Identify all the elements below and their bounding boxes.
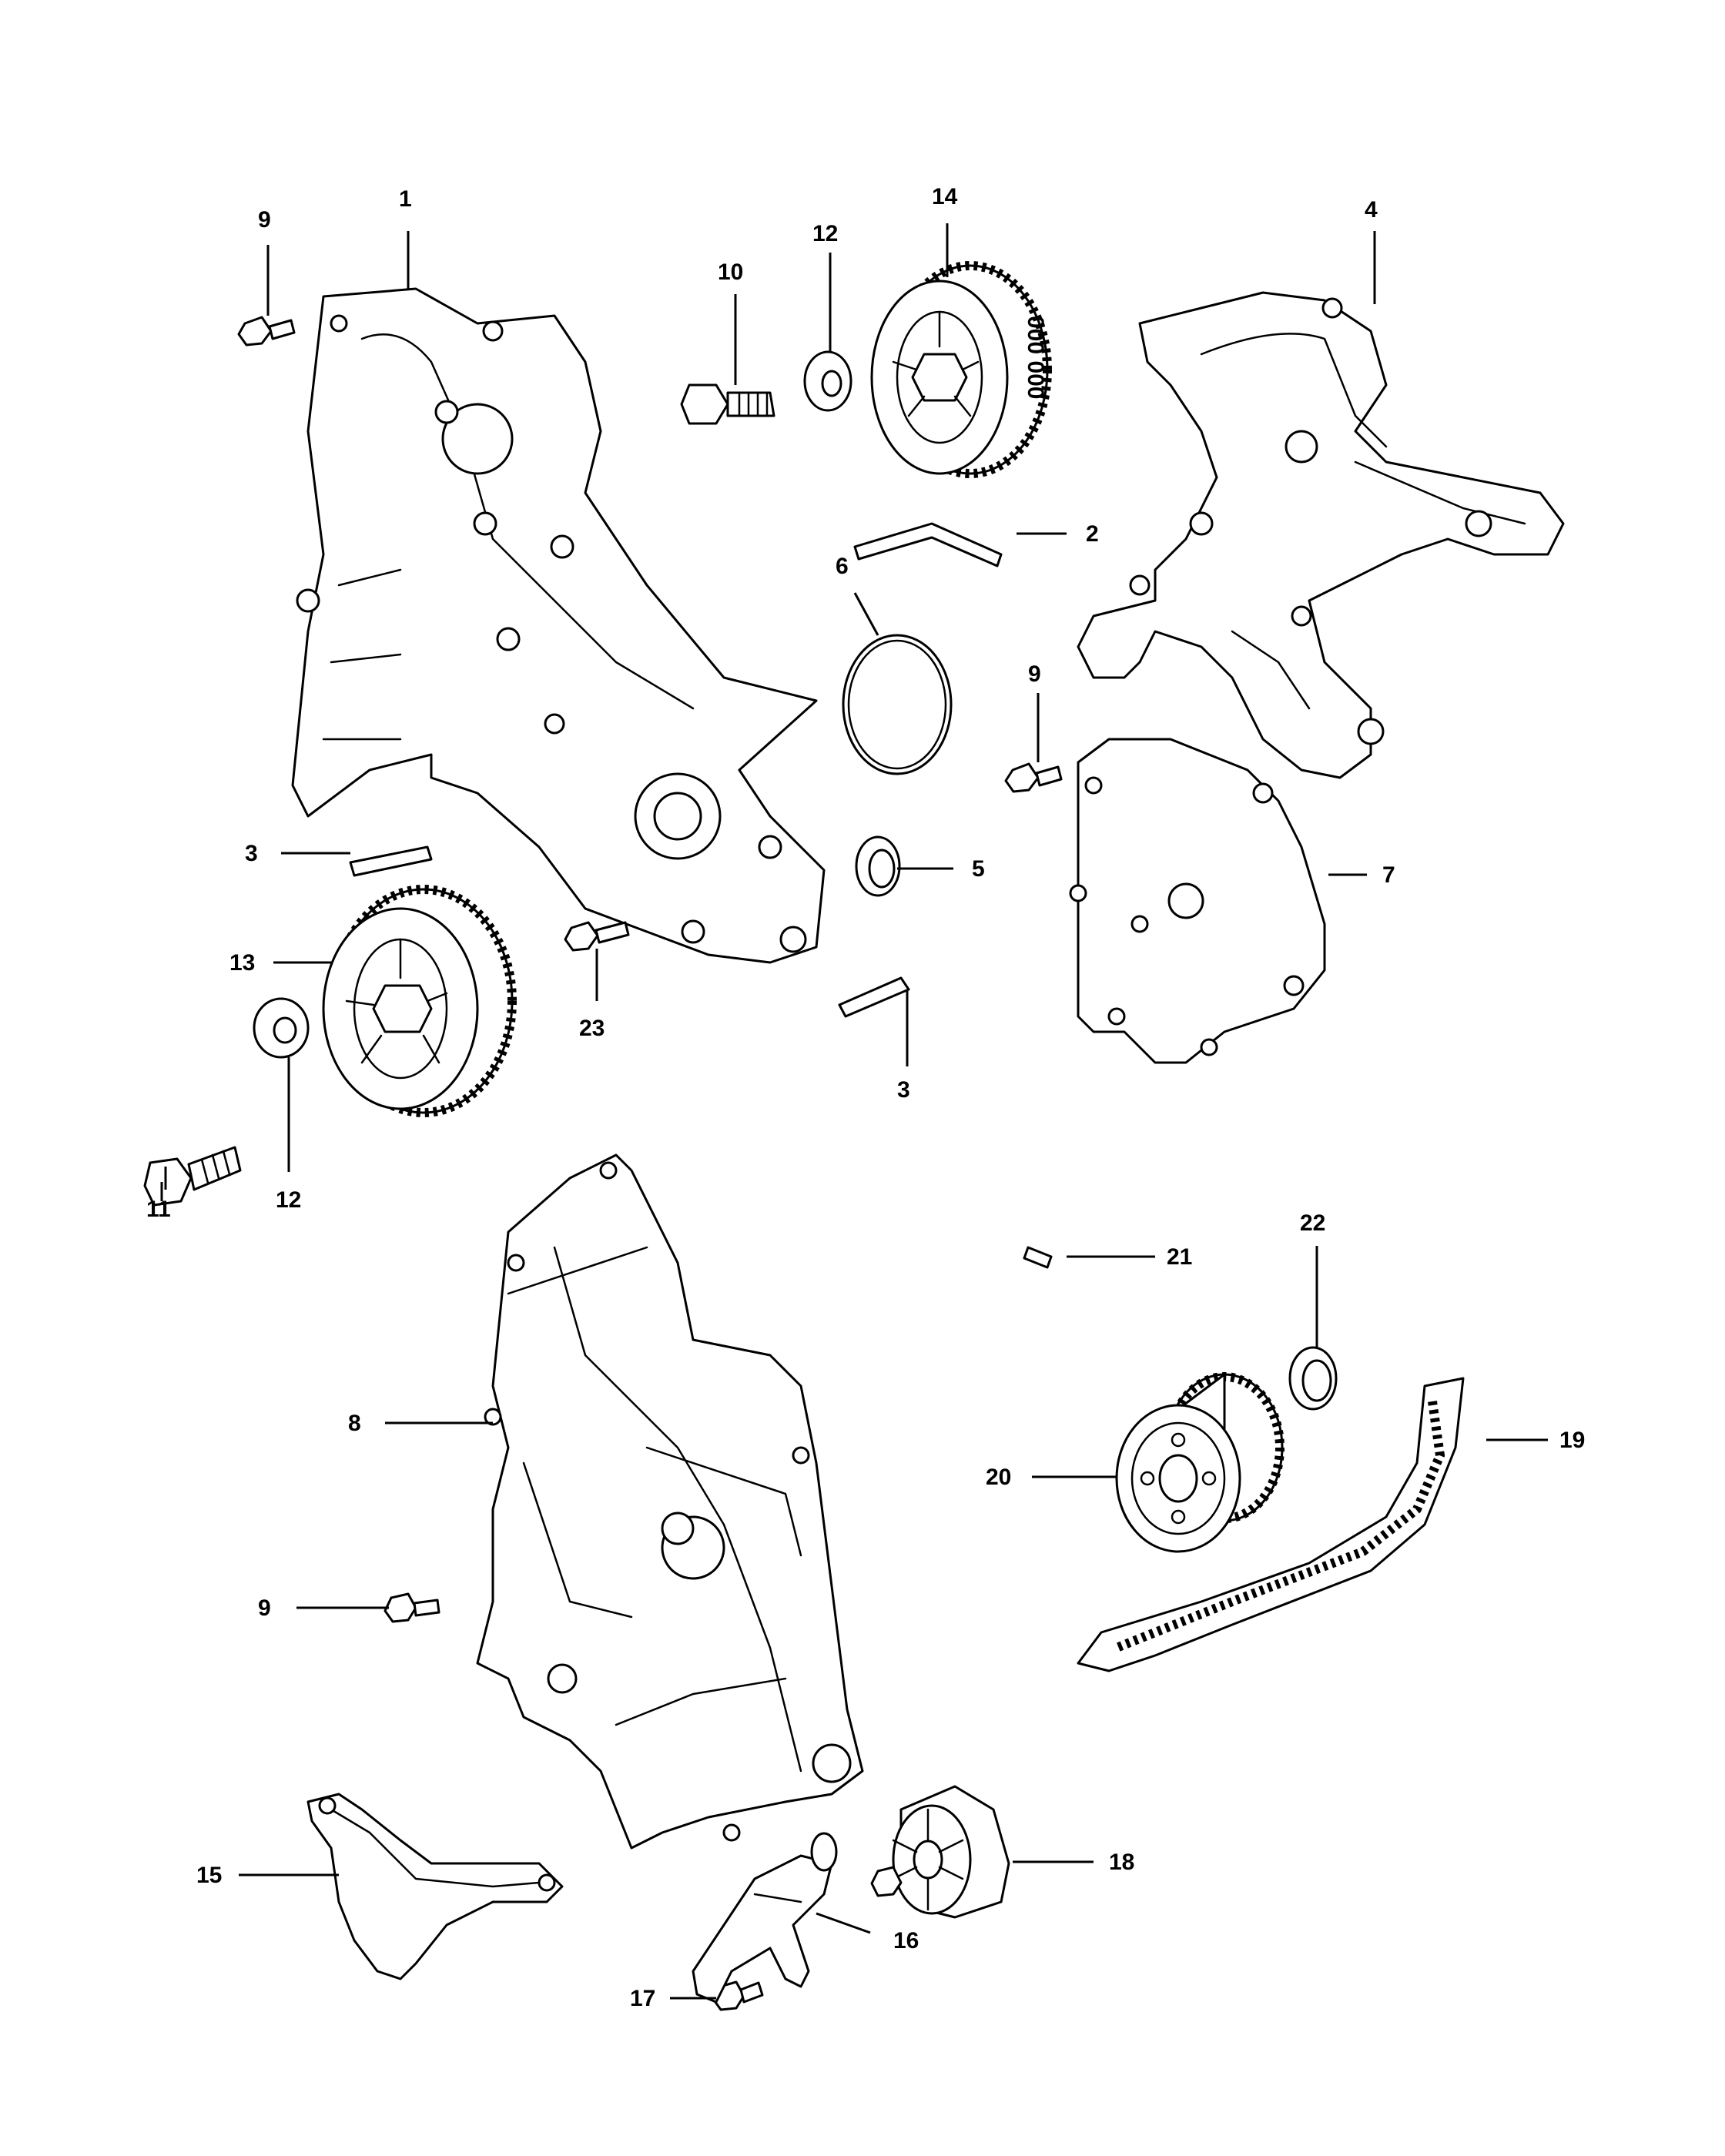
- callout-2: 2: [1086, 521, 1099, 547]
- part-14-camshaft-sprocket: 000 000: [870, 261, 1052, 478]
- part-6-o-ring: [842, 634, 953, 775]
- callout-13: 13: [229, 950, 255, 976]
- callout-11: 11: [146, 1197, 171, 1222]
- part-18-tensioner-pulley: [870, 1785, 1010, 1919]
- callout-12-lower: 12: [276, 1187, 301, 1213]
- callout-9-top: 9: [258, 207, 271, 233]
- part-22-seal: [1288, 1346, 1338, 1411]
- callout-10: 10: [718, 259, 743, 285]
- part-8-outer-timing-cover: [476, 1153, 864, 1850]
- part-12-washer-top: [803, 350, 852, 412]
- callout-3-left: 3: [245, 841, 258, 866]
- callout-19: 19: [1559, 1428, 1585, 1453]
- part-4-engine-bracket: [1077, 291, 1565, 779]
- callout-18: 18: [1109, 1850, 1134, 1875]
- callout-17: 17: [630, 1986, 655, 2011]
- part-5-seal: [855, 835, 901, 897]
- callout-3-right: 3: [897, 1077, 910, 1103]
- part-19-timing-belt: [1077, 1377, 1465, 1672]
- part-9-bolt-top-left: [237, 316, 296, 346]
- part-9-bolt-lower: [384, 1592, 440, 1623]
- part-3-key-right: [838, 976, 910, 1018]
- part-16-tensioner-arm: [692, 1832, 838, 2004]
- callout-9-right: 9: [1028, 661, 1041, 687]
- callout-6: 6: [836, 554, 849, 579]
- part-11-bolt: [143, 1146, 242, 1207]
- sprocket-14-marking: 000 000: [1023, 316, 1048, 399]
- callout-1: 1: [399, 186, 412, 212]
- part-1-inner-timing-housing: [291, 287, 826, 964]
- part-2-key: [853, 522, 1003, 567]
- part-7-cover-plate: [1069, 738, 1326, 1064]
- callout-22: 22: [1300, 1210, 1325, 1236]
- callout-12-top: 12: [812, 221, 838, 246]
- callout-8: 8: [348, 1411, 361, 1436]
- callout-21: 21: [1167, 1244, 1192, 1270]
- callout-15: 15: [196, 1863, 222, 1888]
- part-15-cover: [306, 1793, 564, 1980]
- part-12-washer-lower: [253, 997, 310, 1059]
- callout-14: 14: [932, 184, 958, 209]
- callout-20: 20: [986, 1465, 1011, 1490]
- part-13-camshaft-sprocket: [322, 885, 517, 1117]
- part-21-dowel-pin: [1023, 1246, 1053, 1269]
- part-3-key-left: [349, 845, 433, 877]
- part-20-crankshaft-pulley: [1115, 1372, 1285, 1553]
- part-9-bolt-right: [1004, 762, 1063, 793]
- part-10-bolt: [680, 383, 775, 425]
- part-23-bolt: [564, 921, 630, 952]
- callout-5: 5: [972, 856, 985, 882]
- callout-16: 16: [893, 1928, 919, 1953]
- leader-lines: [160, 223, 1548, 2000]
- callout-labels: 1 9 10 12 14 4 2 6 9 3 5 7 13 23 3 11 12…: [146, 184, 1585, 2011]
- callout-23: 23: [579, 1016, 605, 1041]
- callout-7: 7: [1382, 862, 1395, 888]
- callout-4: 4: [1365, 197, 1378, 223]
- callout-9-lower: 9: [258, 1595, 271, 1621]
